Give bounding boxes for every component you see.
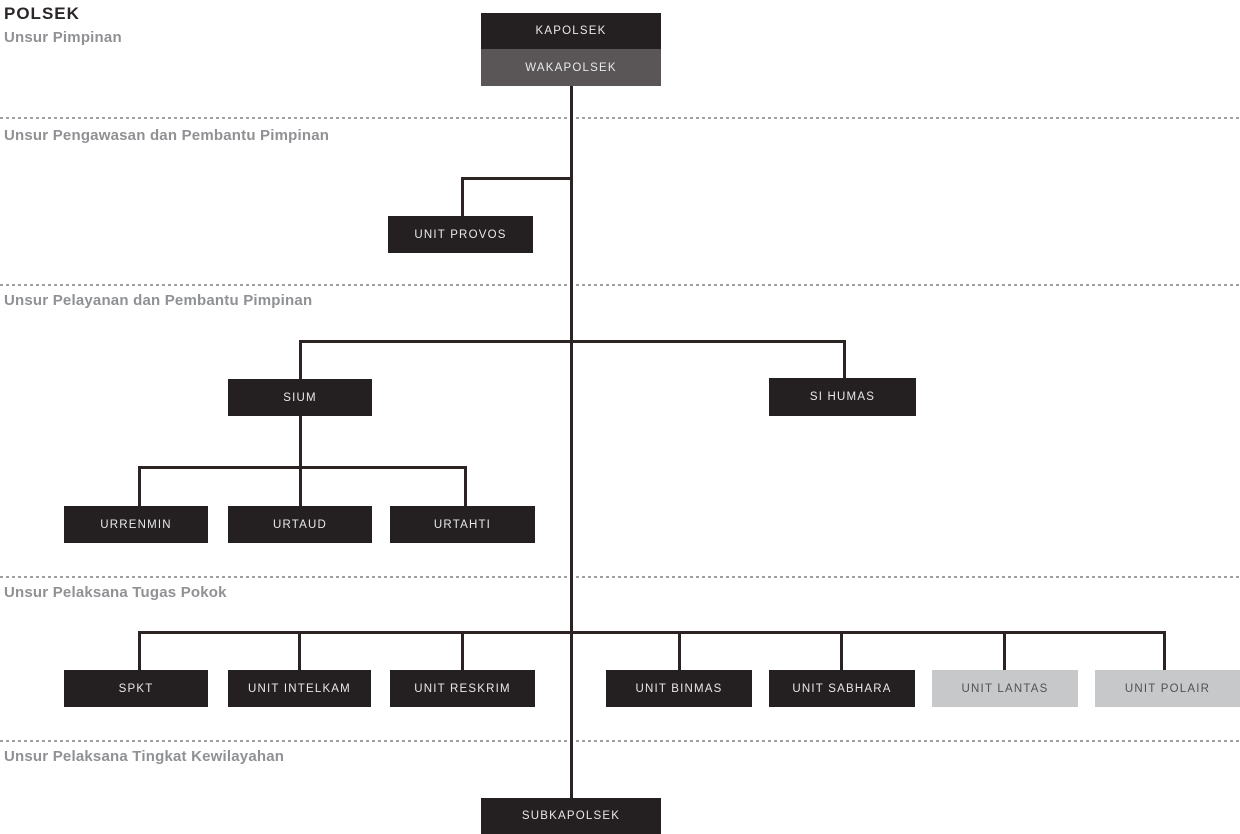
node-subkapolsek-label: SUBKAPOLSEK: [521, 810, 621, 822]
connector-binmas-drop: [678, 631, 681, 670]
node-unit-sabhara: UNIT SABHARA: [769, 670, 915, 707]
node-wakapolsek: WAKAPOLSEK: [481, 49, 661, 86]
connector-trunk-line: [570, 86, 573, 798]
section-divider-4: [0, 740, 1240, 742]
section-label-pelayanan: Unsur Pelayanan dan Pembantu Pimpinan: [4, 292, 313, 309]
node-unit-reskrim-label: UNIT RESKRIM: [414, 682, 511, 695]
connector-spkt-drop: [138, 631, 141, 670]
section-divider-3: [0, 576, 1240, 578]
section-label-pimpinan: Unsur Pimpinan: [4, 29, 122, 46]
node-unit-polair: UNIT POLAIR: [1095, 670, 1240, 707]
node-sium: SIUM: [228, 379, 372, 416]
connector-lantas-drop: [1003, 631, 1006, 670]
connector-provos-drop: [461, 177, 464, 217]
connector-provos-horizontal: [461, 177, 573, 180]
connector-services-horizontal: [299, 340, 846, 343]
section-divider-1: [0, 117, 1240, 119]
node-kapolsek: KAPOLSEK: [481, 13, 661, 49]
node-unit-provos: UNIT PROVOS: [388, 216, 533, 253]
connector-urtahti-drop: [464, 466, 467, 506]
connector-ur-row-horizontal: [138, 466, 467, 469]
connector-sium-down: [299, 416, 302, 506]
node-unit-sabhara-label: UNIT SABHARA: [792, 682, 892, 695]
section-label-pengawasan: Unsur Pengawasan dan Pembantu Pimpinan: [4, 127, 330, 144]
node-kapolsek-label: KAPOLSEK: [535, 25, 607, 37]
node-si-humas-label: SI HUMAS: [809, 391, 876, 403]
page-title: POLSEK: [4, 4, 80, 23]
node-urtaud-label: URTAUD: [272, 518, 328, 531]
node-sium-label: SIUM: [283, 391, 317, 404]
connector-units-row-horizontal: [138, 631, 1166, 634]
node-spkt-label: SPKT: [118, 682, 154, 695]
node-unit-intelkam-label: UNIT INTELKAM: [248, 682, 351, 695]
section-label-pelaksana-pokok: Unsur Pelaksana Tugas Pokok: [4, 584, 227, 601]
node-urtahti-label: URTAHTI: [433, 518, 492, 531]
node-unit-lantas: UNIT LANTAS: [932, 670, 1078, 707]
connector-sihumas-drop: [843, 340, 846, 378]
connector-polair-drop: [1163, 631, 1166, 670]
connector-intelkam-drop: [298, 631, 301, 670]
node-unit-intelkam: UNIT INTELKAM: [228, 670, 371, 707]
node-wakapolsek-label: WAKAPOLSEK: [525, 61, 617, 74]
node-unit-provos-label: UNIT PROVOS: [414, 228, 507, 241]
node-subkapolsek: SUBKAPOLSEK: [481, 798, 661, 834]
node-spkt: SPKT: [64, 670, 208, 707]
node-unit-polair-label: UNIT POLAIR: [1124, 682, 1211, 695]
node-urrenmin: URRENMIN: [64, 506, 208, 543]
node-unit-lantas-label: UNIT LANTAS: [961, 682, 1049, 695]
node-unit-binmas: UNIT BINMAS: [606, 670, 752, 707]
node-unit-reskrim: UNIT RESKRIM: [390, 670, 535, 707]
connector-sium-drop: [299, 340, 302, 379]
node-si-humas: SI HUMAS: [769, 378, 916, 416]
node-urtaud: URTAUD: [228, 506, 372, 543]
section-label-kewilayahan: Unsur Pelaksana Tingkat Kewilayahan: [4, 748, 285, 765]
section-divider-2: [0, 284, 1240, 286]
connector-urrenmin-drop: [138, 466, 141, 506]
node-urtahti: URTAHTI: [390, 506, 535, 543]
connector-reskrim-drop: [461, 631, 464, 670]
node-urrenmin-label: URRENMIN: [100, 518, 172, 531]
connector-sabhara-drop: [840, 631, 843, 670]
node-unit-binmas-label: UNIT BINMAS: [635, 682, 723, 695]
